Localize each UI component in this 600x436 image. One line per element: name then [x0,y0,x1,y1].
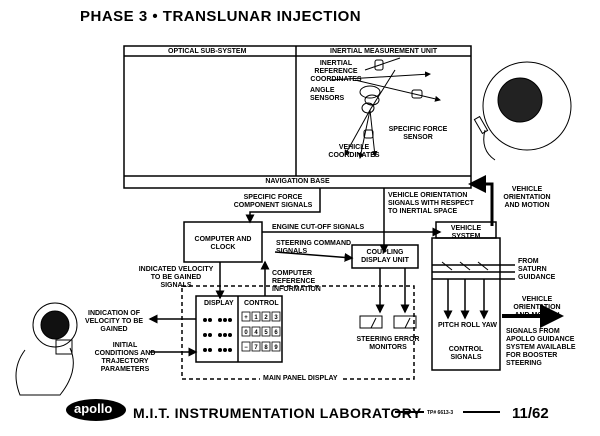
navigation-frame [123,45,472,189]
apollo-logo-text: apollo [74,401,113,416]
keypad-key [241,326,251,337]
vehicle-system-label: VEHICLE SYSTEM [450,225,482,240]
vehicle-orientation-motion-right: VEHICLE ORIENTATION AND MOTION [513,296,561,319]
coupling-display-unit: COUPLING DISPLAY UNIT [361,249,409,264]
computer-reference-label: COMPUTER REFERENCE INFORMATION [272,270,321,293]
astronaut-drawing [15,302,78,396]
navigation-base-label: NAVIGATION BASE [265,178,330,185]
indication-velocity-label: INDICATION OF VELOCITY TO BE GAINED [84,310,144,333]
keypad-key-label: 6 [274,330,278,336]
keypad-key-label: 1 [254,315,258,321]
trajectory-drawing [473,61,572,161]
display-readouts [203,318,232,352]
main-panel-display-label: MAIN PANEL DISPLAY [260,375,341,383]
keypad-key [271,311,281,322]
from-saturn-label: FROM SATURN GUIDANCE [518,258,556,281]
control-signals-label: CONTROL SIGNALS [448,346,484,361]
keypad-key [251,341,261,352]
page-title: PHASE 3 • TRANSLUNAR INJECTION [80,8,362,25]
vehicle-switches [441,261,489,271]
keypad-key-label: 5 [264,330,268,336]
keypad-key-label: 9 [274,345,278,351]
computer-and-clock: COMPUTER AND CLOCK [194,236,252,251]
control-label: CONTROL [244,300,279,307]
imu-gimbal-drawing [329,57,441,159]
keypad-key-label: 3 [274,315,278,321]
angle-sensors-label: ANGLE SENSORS [310,87,345,102]
vehicle-orientation-motion-top: VEHICLE ORIENTATION AND MOTION [503,186,551,209]
keypad-key [271,341,281,352]
steering-command-label: STEERING COMMAND SIGNALS [276,240,352,255]
keypad-key-label: 0 [244,330,248,336]
imu-label: INERTIAL MEASUREMENT UNIT [330,48,438,55]
inertial-ref-label: INERTIAL REFERENCE COORDINATES [310,60,362,83]
initial-conditions-label: INITIAL CONDITIONS AND TRAJECTORY PARAME… [94,342,156,373]
keypad-key [261,311,271,322]
vehicle-coords-label: VEHICLE COORDINATES [328,144,380,159]
indicated-velocity-label: INDICATED VELOCITY TO BE GAINED SIGNALS [138,266,214,289]
lab-name: M.I.T. INSTRUMENTATION LABORATORY [133,405,422,421]
vehicle-orientation-signals-label: VEHICLE ORIENTATION SIGNALS WITH RESPECT… [388,192,474,215]
keypad-key-label: 7 [254,345,258,351]
keypad-key-label: 4 [254,330,258,336]
figure-number: 11/62 [512,405,549,422]
signals-from-apollo-label: SIGNALS FROM APOLLO GUIDANCE SYSTEM AVAI… [506,328,576,367]
keypad-key [241,341,251,352]
keypad-key-label: − [244,345,248,351]
keypad-key [261,326,271,337]
keypad-key-label: 2 [264,315,268,321]
optical-subsystem-label: OPTICAL SUB-SYSTEM [168,48,247,55]
steering-error-meters [359,315,417,329]
keypad-key [261,341,271,352]
engine-cutoff-label: ENGINE CUT-OFF SIGNALS [272,224,365,231]
keypad-key [271,326,281,337]
keypad-key-label: + [244,315,248,321]
display-label: DISPLAY [204,300,234,307]
keypad-key [251,326,261,337]
specific-force-sensor-label: SPECIFIC FORCE SENSOR [388,126,448,141]
specific-force-signals-label: SPECIFIC FORCE COMPONENT SIGNALS [233,194,313,209]
apollo-logo [66,399,126,421]
steering-error-label: STEERING ERROR MONITORS [356,336,420,351]
keypad-key [241,311,251,322]
tp-number: TP# 6613-3 [427,410,454,416]
pitch-roll-yaw-label: PITCH ROLL YAW [438,322,497,329]
keypad-key [251,311,261,322]
keypad-key-label: 8 [264,345,268,351]
